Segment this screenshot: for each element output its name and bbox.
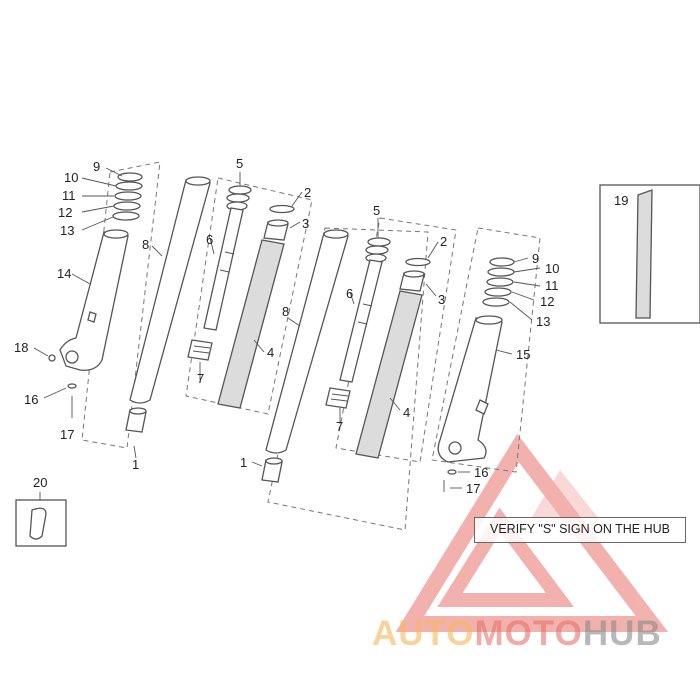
left-spacer (263, 219, 289, 241)
leader-lines (33, 167, 541, 500)
left-washer-16 (67, 383, 77, 389)
callout-9-right: 9 (532, 251, 539, 266)
callout-19: 19 (614, 193, 628, 208)
callout-9-left: 9 (93, 159, 100, 174)
callout-17-left: 17 (60, 427, 74, 442)
callout-12-left: 12 (58, 205, 72, 220)
watermark-text: AUTOMOTOHUB (372, 614, 700, 654)
right-spacer (399, 270, 425, 292)
left-bleed-screw (48, 354, 56, 362)
callout-18: 18 (14, 340, 28, 355)
callout-4-right: 4 (403, 405, 410, 420)
left-rebound-spring (187, 339, 213, 361)
sticker-19 (635, 189, 653, 319)
left-fork-leg (59, 229, 129, 371)
callout-14: 14 (57, 266, 71, 281)
right-top-seal (365, 237, 391, 263)
callout-13-left: 13 (60, 223, 74, 238)
callout-10-right: 10 (545, 261, 559, 276)
right-washer-16 (447, 469, 457, 475)
callout-17-right: 17 (466, 481, 480, 496)
callout-11-left: 11 (62, 188, 76, 203)
right-damper-rod (339, 259, 383, 383)
right-leg-outline (431, 227, 541, 473)
right-stanchion-tube (265, 229, 349, 454)
left-washer-stack (112, 172, 143, 221)
callout-5-right: 5 (373, 203, 380, 218)
callout-16-right: 16 (474, 465, 488, 480)
callout-1-right: 1 (240, 455, 247, 470)
callout-12-right: 12 (540, 294, 554, 309)
inset-box-19 (599, 184, 700, 324)
verify-note: VERIFY "S" SIGN ON THE HUB (474, 517, 686, 543)
right-fork-leg (437, 315, 503, 463)
callout-10-left: 10 (64, 170, 78, 185)
callout-7-left: 7 (197, 371, 204, 386)
watermark-auto: AUTO (372, 614, 475, 653)
callout-13-right: 13 (536, 314, 550, 329)
right-fork-spring (355, 290, 423, 459)
inset-box-20 (15, 499, 67, 547)
right-bottom-bush (261, 457, 283, 483)
left-damper-rod (203, 207, 244, 331)
left-o-ring (269, 204, 295, 214)
callout-4-left: 4 (267, 345, 274, 360)
watermark-moto: MOTO (474, 614, 583, 653)
callout-8-left: 8 (142, 237, 149, 252)
callout-6-left: 6 (206, 232, 213, 247)
callout-3-left: 3 (302, 216, 309, 231)
callout-6-right: 6 (346, 286, 353, 301)
right-washer-stack (482, 257, 515, 307)
right-rebound-spring (325, 387, 351, 409)
left-fork-spring (217, 239, 285, 409)
left-bottom-bush (125, 407, 147, 433)
callout-3-right: 3 (438, 292, 445, 307)
callout-16-left: 16 (24, 392, 38, 407)
right-o-ring (405, 257, 431, 267)
callout-20: 20 (33, 475, 47, 490)
callout-8-right: 8 (282, 304, 289, 319)
callout-2-right: 2 (440, 234, 447, 249)
callout-5-left: 5 (236, 156, 243, 171)
watermark-hub: HUB (582, 614, 662, 653)
callout-11-right: 11 (545, 278, 559, 293)
callout-1-left: 1 (132, 457, 139, 472)
left-top-seal (226, 185, 252, 211)
callout-7-right: 7 (336, 419, 343, 434)
left-stanchion-tube (129, 176, 211, 404)
left-damper-outline (185, 177, 313, 415)
callout-15: 15 (516, 347, 530, 362)
callout-2-left: 2 (304, 185, 311, 200)
